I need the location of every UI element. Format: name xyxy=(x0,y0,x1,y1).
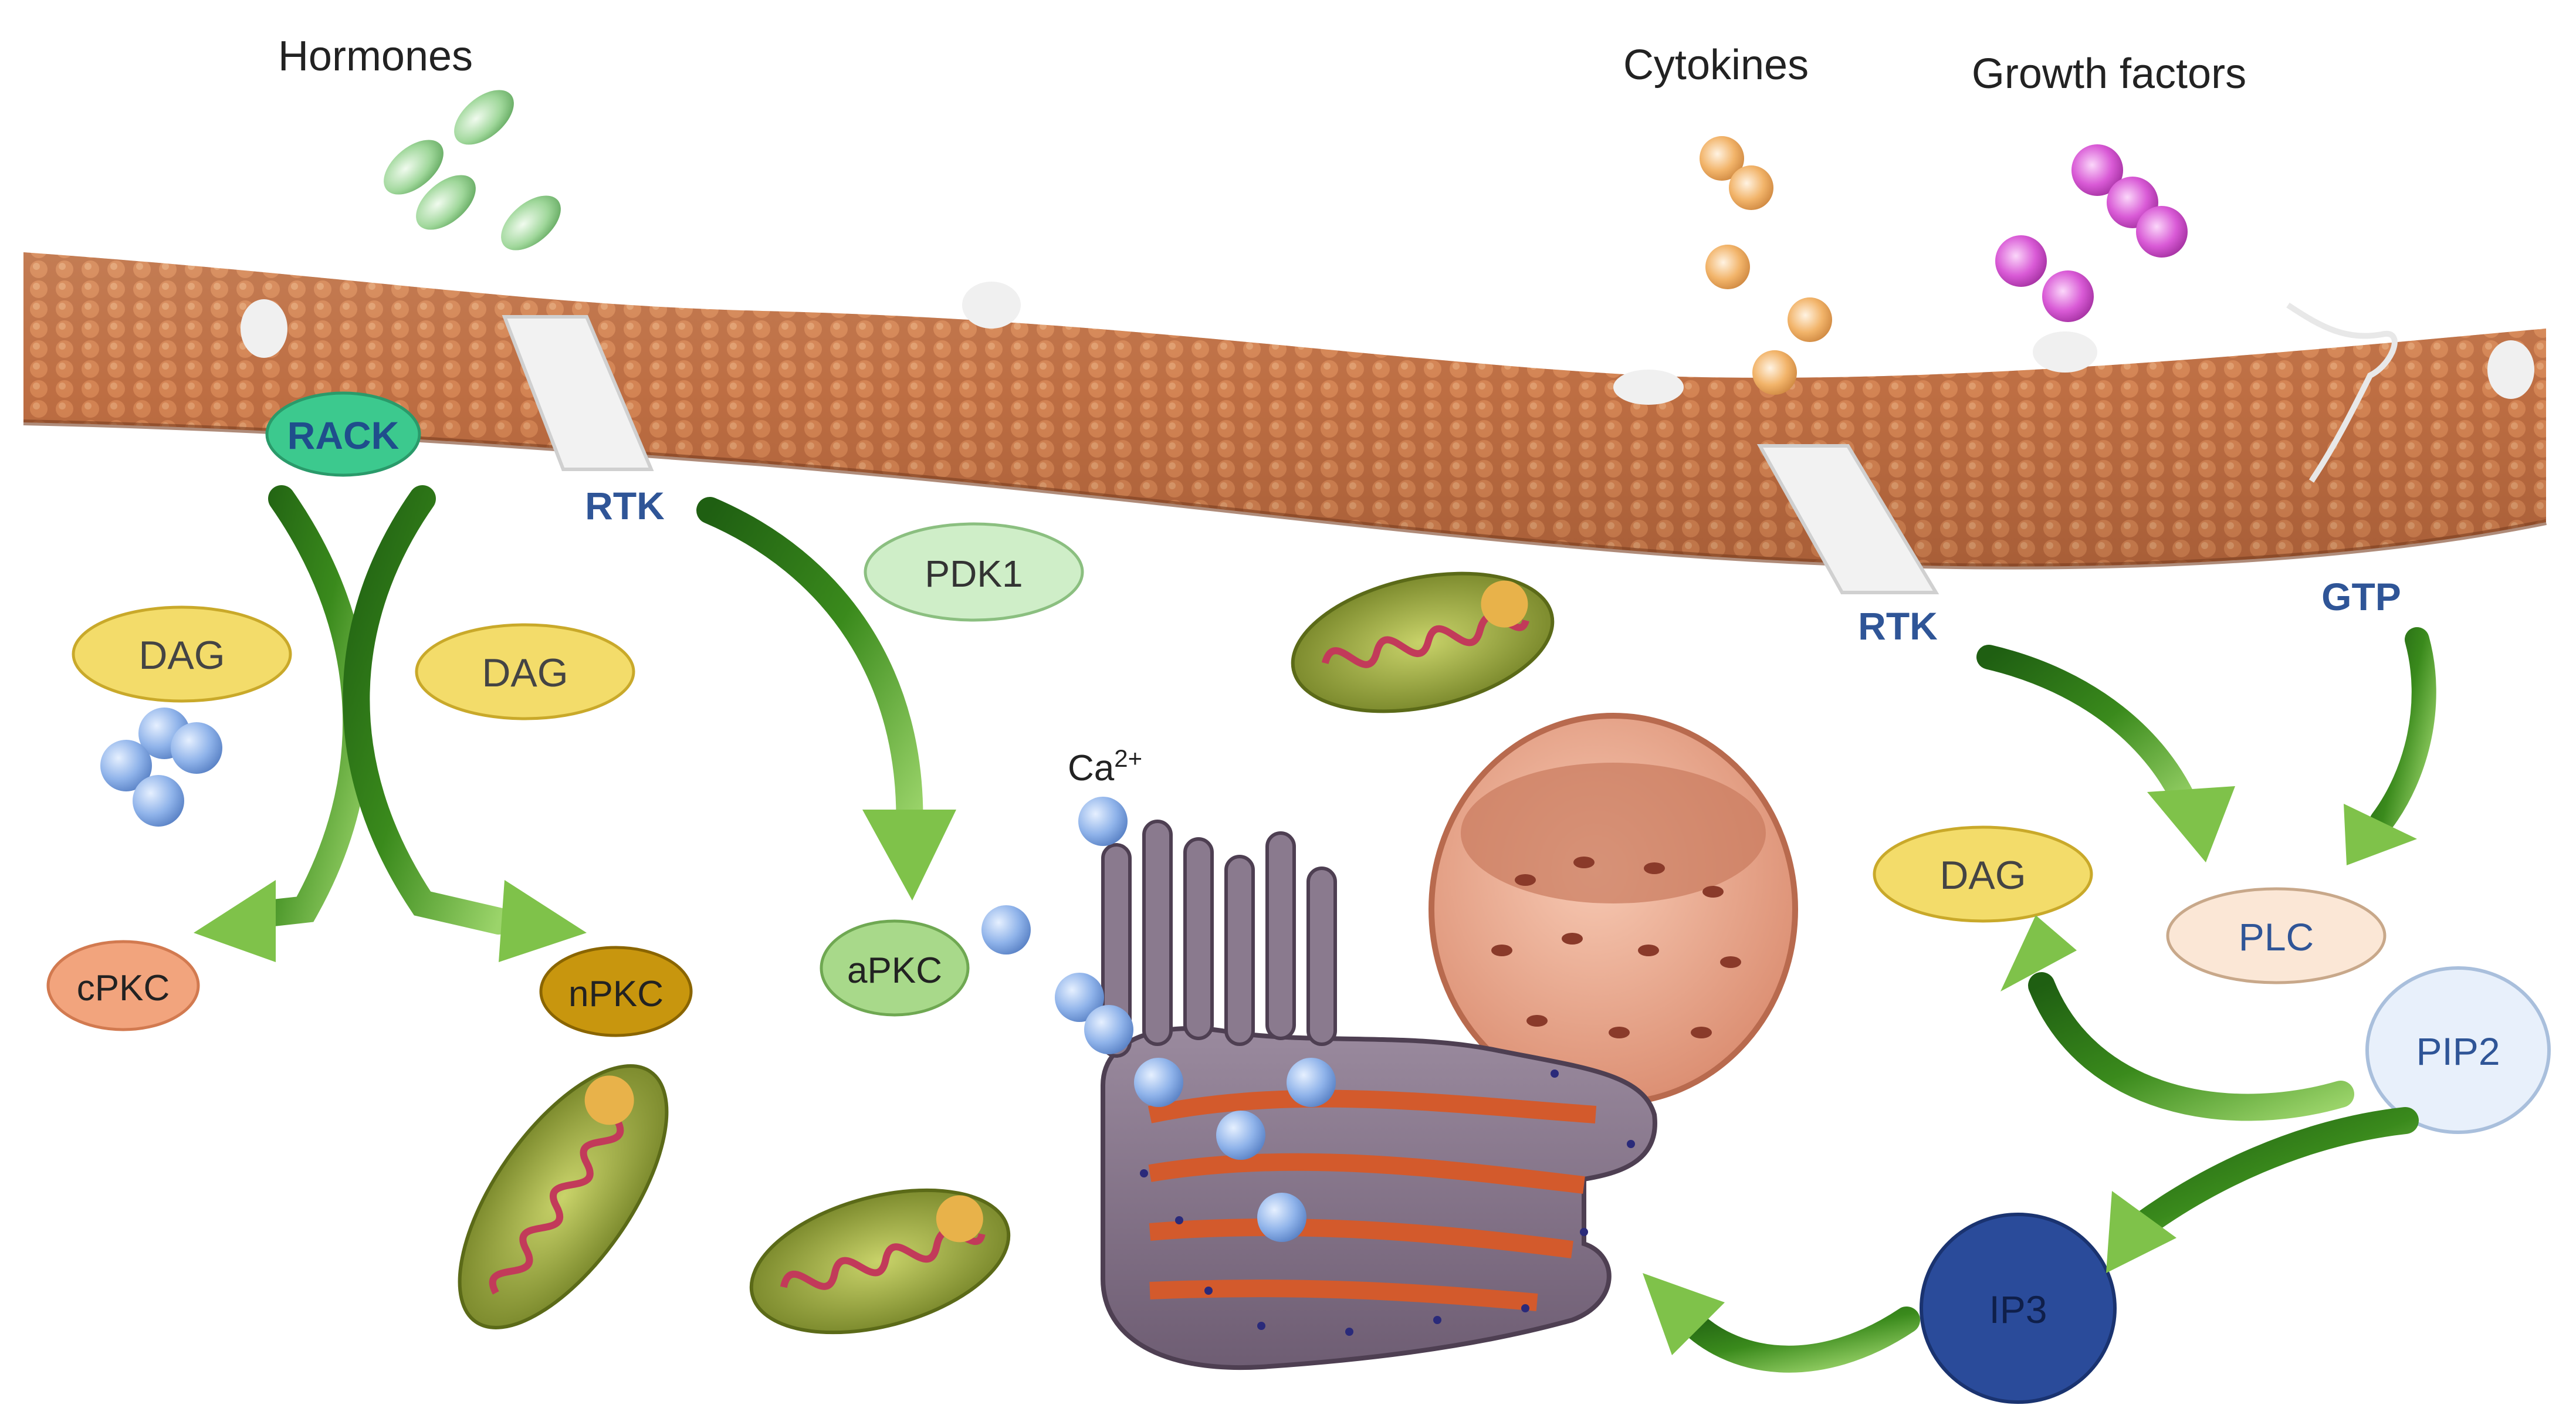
growth-factors-label: Growth factors xyxy=(1972,50,2246,97)
arrow-rtk-to-plc xyxy=(1976,645,2201,822)
hormone-molecule xyxy=(384,140,444,195)
growth-factor-molecule xyxy=(1995,235,2047,287)
calcium-ions-center xyxy=(981,797,1336,1242)
cpkc-label: cPKC xyxy=(77,968,170,1008)
cytokine-molecule xyxy=(1729,165,1773,210)
membrane-receptor xyxy=(2286,302,2398,483)
growth-factor-molecule xyxy=(2136,206,2188,258)
calcium-ion xyxy=(1257,1193,1306,1242)
membrane-protein xyxy=(2487,340,2534,399)
hormones-label: Hormones xyxy=(278,33,473,80)
calcium-ion xyxy=(1078,797,1128,846)
arrow-rtk-to-apkc xyxy=(696,497,923,847)
cpkc-node: cPKC xyxy=(46,940,200,1031)
dag-node-left-1: DAG xyxy=(72,605,292,703)
apkc-label: aPKC xyxy=(847,950,942,991)
calcium-label: Ca2+ xyxy=(1068,744,1142,789)
dag-label: DAG xyxy=(482,651,568,695)
channel-protein-right xyxy=(1756,444,1939,594)
calcium-ion xyxy=(100,740,152,791)
growth-factors-group: Growth factors xyxy=(1972,50,2246,322)
rack-node: RACK xyxy=(265,391,421,477)
hormones-group: Hormones xyxy=(278,33,561,251)
calcium-ion xyxy=(1287,1058,1336,1107)
arrow-rack-to-npkc xyxy=(343,485,512,935)
calcium-ion xyxy=(1055,973,1104,1022)
arrowhead-plc-left xyxy=(2147,786,2235,862)
cytokines-label: Cytokines xyxy=(1623,42,1809,89)
arrowhead-plc-right xyxy=(2344,804,2417,865)
arrowhead-npkc xyxy=(499,880,587,962)
cytokine-molecule xyxy=(1705,245,1750,289)
mitochondrion-left xyxy=(458,1064,669,1329)
arrowhead-apkc xyxy=(862,810,956,901)
ip3-label: IP3 xyxy=(1989,1288,2047,1331)
arrow-pip2-to-dag xyxy=(2028,972,2354,1121)
dag-node-left-2: DAG xyxy=(415,623,635,720)
npkc-node: nPKC xyxy=(539,946,693,1037)
pdk1-label: PDK1 xyxy=(925,553,1023,595)
apkc-node: aPKC xyxy=(820,919,970,1017)
calcium-ion xyxy=(1216,1111,1265,1160)
cytokines-group: Cytokines xyxy=(1623,42,1832,395)
pdk1-node: PDK1 xyxy=(864,522,1084,622)
mitochondrion-bottom xyxy=(749,1188,1011,1335)
gtp-label: GTP xyxy=(2321,575,2401,618)
cytokine-molecule xyxy=(1700,136,1744,181)
arrow-pip2-to-ip3 xyxy=(2128,1107,2419,1240)
hormone-molecule xyxy=(501,195,561,251)
calcium-cluster-left xyxy=(100,708,222,827)
membrane-protein xyxy=(962,282,1021,329)
cell-membrane xyxy=(23,252,2547,594)
pip2-node: PIP2 xyxy=(2365,966,2551,1134)
calcium-ion xyxy=(1084,1005,1133,1054)
arrowhead-dag-right xyxy=(2000,915,2077,991)
arrow-gtp-to-plc xyxy=(2369,627,2436,834)
growth-factor-molecule xyxy=(2042,270,2094,322)
calcium-ion xyxy=(981,905,1031,955)
arrowhead-ip3 xyxy=(2106,1191,2176,1273)
hormone-molecule xyxy=(454,90,514,145)
npkc-label: nPKC xyxy=(568,974,664,1014)
nucleus xyxy=(1429,713,1798,1106)
arrowhead-er xyxy=(1643,1273,1725,1355)
arrow-rack-to-cpkc xyxy=(239,485,370,929)
dag-node-right: DAG xyxy=(1873,825,2093,923)
cytokine-molecule xyxy=(1752,350,1797,395)
membrane-protein xyxy=(1613,370,1684,405)
calcium-ion xyxy=(1134,1058,1183,1107)
plc-node: PLC xyxy=(2166,887,2387,984)
mitochondrion-top xyxy=(1291,571,1555,713)
dag-label: DAG xyxy=(138,633,225,678)
rack-label: RACK xyxy=(287,414,400,457)
ip3-node: IP3 xyxy=(1920,1213,2117,1404)
membrane-protein xyxy=(2033,331,2097,373)
hormone-molecule xyxy=(416,175,476,230)
dag-label: DAG xyxy=(1939,853,2026,898)
channel-protein-left xyxy=(502,315,654,471)
calcium-ion xyxy=(133,775,184,827)
cytokine-molecule xyxy=(1788,297,1832,342)
calcium-ion xyxy=(171,722,222,774)
pip2-label: PIP2 xyxy=(2416,1030,2500,1073)
arrowhead-cpkc xyxy=(194,880,276,962)
plc-label: PLC xyxy=(2239,915,2314,959)
membrane-protein xyxy=(241,299,287,358)
growth-factor-molecule xyxy=(2071,144,2123,196)
rtk-label-right: RTK xyxy=(1858,604,1938,648)
rtk-label-left: RTK xyxy=(585,484,665,527)
arrow-ip3-to-er xyxy=(1670,1301,1920,1373)
